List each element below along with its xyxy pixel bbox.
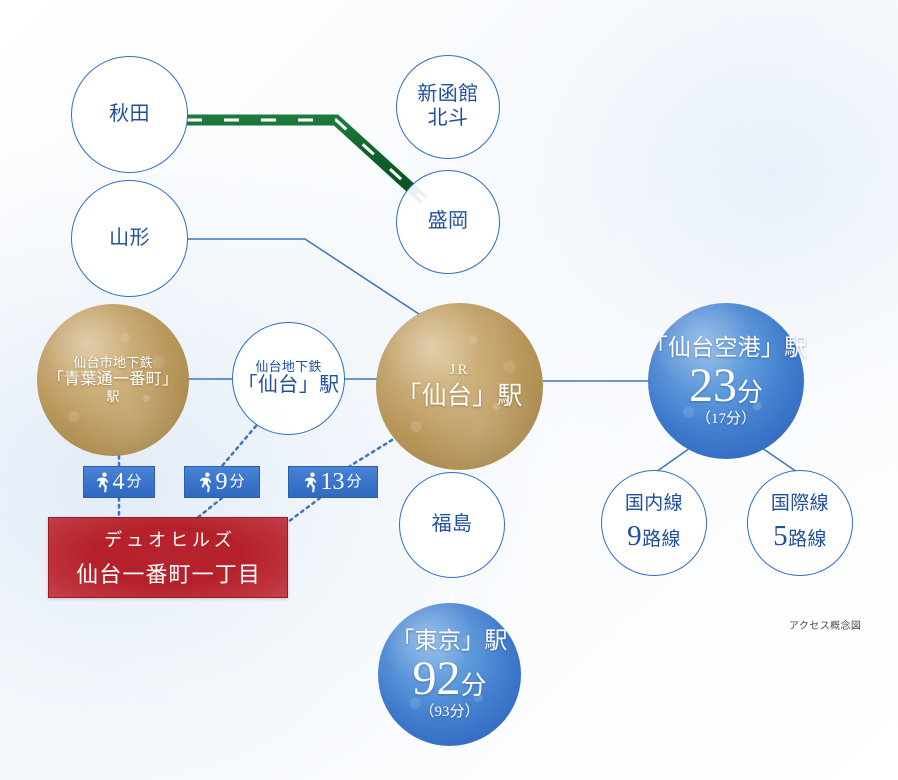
station-label-subway-sendai-line1: 仙台地下鉄 — [255, 359, 322, 375]
station-label-shin-hakodate-line2: 北斗 — [427, 107, 469, 129]
property-location-name: 仙台一番町一丁目 — [76, 562, 261, 587]
dotted-subway-sendai-to-badge9 — [220, 424, 258, 468]
property-brand-name: デュオヒルズ — [104, 530, 236, 550]
domestic-routes-count: 9 — [627, 519, 643, 552]
line-airport-to-international — [761, 447, 798, 473]
walk-badge-minutes-13: 13 — [320, 469, 345, 495]
airport-travel-time: 23分 — [688, 358, 763, 412]
dotted-badge13-to-property — [286, 496, 322, 524]
walk-badge-minutes-9: 9 — [215, 469, 228, 495]
walk-time-badge-13min[interactable]: 13 分 — [288, 466, 378, 498]
tokyo-minutes: 92 — [412, 652, 461, 706]
walking-person-icon — [97, 472, 109, 492]
international-routes-unit: 路線 — [788, 528, 827, 550]
domestic-routes-count-row: 9路線 — [627, 519, 681, 553]
station-node-jr-sendai[interactable]: JR 「仙台」駅 — [376, 303, 543, 470]
station-label-morioka: 盛岡 — [427, 210, 469, 233]
walk-time-badge-4min[interactable]: 4 分 — [83, 466, 155, 498]
walk-badge-unit-9: 分 — [229, 473, 245, 490]
station-label-subway-sendai-line2: 「仙台」駅 — [237, 374, 340, 397]
walk-time-badge-9min[interactable]: 9 分 — [184, 466, 260, 498]
station-label-fukushima: 福島 — [431, 513, 473, 536]
station-label-shin-hakodate-line1: 新函館 — [417, 83, 479, 106]
dotted-jr-sendai-to-badge13 — [348, 438, 394, 468]
property-name-box[interactable]: デュオヒルズ 仙台一番町一丁目 — [48, 517, 288, 598]
airport-minutes-unit: 分 — [736, 377, 763, 407]
station-node-subway-sendai[interactable]: 仙台地下鉄 「仙台」駅 — [232, 322, 345, 435]
rail-akita-to-morioka-dash — [187, 118, 426, 202]
international-routes-label: 国際線 — [770, 493, 830, 515]
station-node-aobadori-ichibancho[interactable]: 仙台市地下鉄 「青葉通一番町」 駅 — [37, 304, 189, 456]
station-node-akita[interactable]: 秋田 — [71, 56, 188, 173]
station-node-shin-hakodate-hokuto[interactable]: 新函館 北斗 — [396, 55, 500, 159]
tokyo-travel-time: 92分 — [412, 655, 486, 703]
domestic-routes-label: 国内線 — [624, 493, 684, 515]
airport-travel-time-alt: （17分） — [695, 410, 756, 427]
station-label-yamagata: 山形 — [109, 226, 150, 249]
tokyo-minutes-unit: 分 — [460, 671, 487, 701]
walking-person-icon — [305, 472, 317, 492]
walking-person-icon — [200, 472, 212, 492]
line-yamagata-to-sendai — [188, 238, 429, 321]
station-node-tokyo[interactable]: 「東京」駅 92分 （93分） — [378, 603, 521, 746]
walk-badge-unit-4: 分 — [126, 473, 142, 490]
rail-akita-to-morioka — [187, 114, 428, 205]
line-airport-to-domestic — [655, 447, 691, 473]
station-label-aobadori-line1: 仙台市地下鉄 — [73, 355, 153, 371]
station-label-akita: 秋田 — [109, 102, 150, 125]
station-node-fukushima[interactable]: 福島 — [399, 472, 505, 578]
station-node-yamagata[interactable]: 山形 — [71, 180, 188, 297]
station-node-morioka[interactable]: 盛岡 — [396, 170, 500, 274]
station-label-aobadori-line2: 「青葉通一番町」 — [47, 370, 179, 388]
tokyo-travel-time-alt: （93分） — [419, 704, 480, 721]
international-routes-count-row: 5路線 — [773, 519, 827, 553]
station-label-jr-sendai: 「仙台」駅 — [396, 382, 523, 410]
station-label-aobadori-line3: 駅 — [106, 389, 120, 405]
node-international-routes[interactable]: 国際線 5路線 — [747, 470, 853, 576]
domestic-routes-unit: 路線 — [642, 528, 681, 550]
station-label-airport: 「仙台空港」駅 — [644, 334, 808, 360]
diagram-caption: アクセス概念図 — [789, 621, 862, 632]
international-routes-count: 5 — [773, 519, 789, 552]
airport-minutes: 23 — [688, 358, 737, 412]
station-label-tokyo: 「東京」駅 — [391, 628, 508, 654]
station-label-jr-prefix: JR — [449, 361, 470, 378]
walk-badge-minutes-4: 4 — [112, 469, 125, 495]
walk-badge-unit-13: 分 — [346, 473, 362, 490]
node-domestic-routes[interactable]: 国内線 9路線 — [601, 470, 707, 576]
station-node-sendai-airport[interactable]: 「仙台空港」駅 23分 （17分） — [645, 303, 807, 459]
